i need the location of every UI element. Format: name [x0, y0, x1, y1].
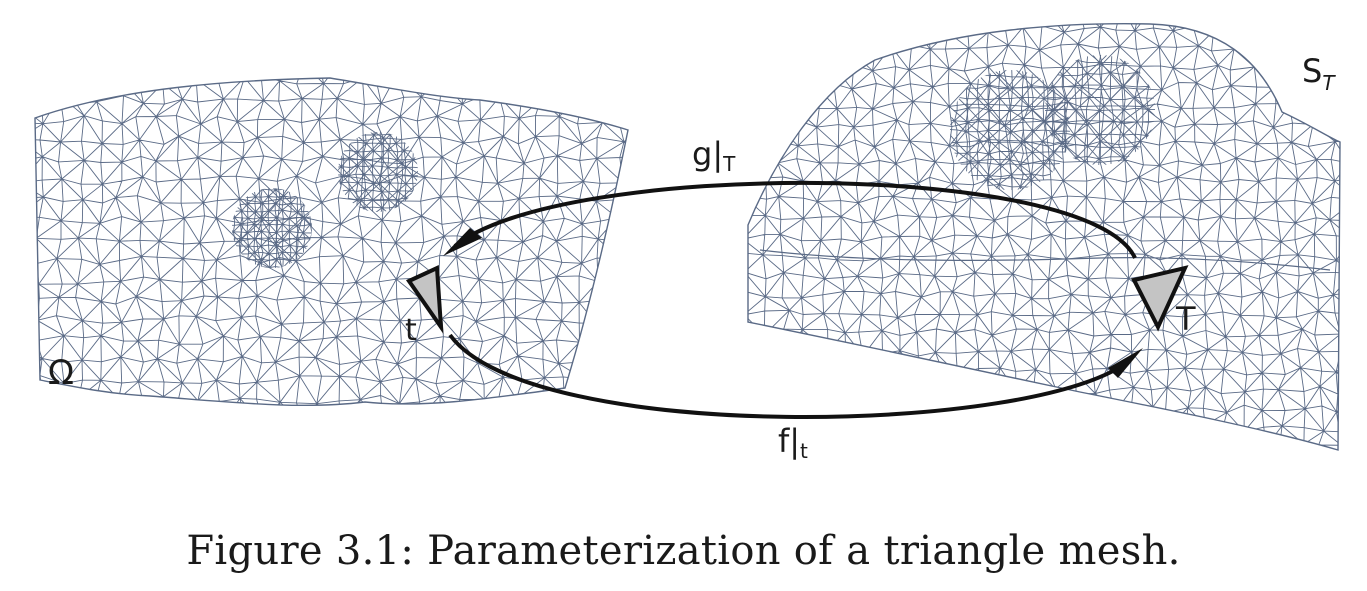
parameter-triangle	[405, 264, 444, 335]
g-map-arrowhead	[443, 228, 482, 256]
dense-mesh-region	[338, 132, 418, 212]
f-map-arrow	[448, 333, 1132, 419]
big-triangle-label: T	[1175, 300, 1196, 338]
small-triangle-label: t	[405, 313, 417, 348]
omega-label: Ω	[48, 353, 74, 393]
planar-mesh	[34, 77, 629, 407]
map-arrows	[443, 181, 1143, 419]
dense-mesh-region	[232, 188, 312, 268]
f-map-label-subscript: t	[800, 439, 808, 463]
figure-caption: Figure 3.1: Parameterization of a triang…	[186, 528, 1181, 574]
f-map-arrowhead	[1108, 348, 1143, 378]
surface-triangle	[1131, 265, 1189, 332]
mesh-edges	[35, 78, 628, 406]
surface-ridge-line	[759, 249, 1331, 271]
dense-mesh-region	[950, 70, 1070, 190]
g-map-arrow	[453, 181, 1137, 259]
planar-mesh-outline	[34, 77, 629, 407]
surface-label: ST	[1302, 52, 1336, 95]
g-map-label: g|T	[692, 135, 736, 176]
mesh-edges	[232, 188, 312, 268]
mesh-edges	[338, 132, 418, 212]
g-map-label-subscript: T	[722, 152, 736, 176]
f-map-label: f|t	[778, 422, 808, 463]
surface-mesh-outline	[747, 23, 1341, 451]
mesh-edges	[950, 70, 1070, 190]
surface-label-subscript: T	[1322, 71, 1336, 95]
parameterization-figure: Ω ST g|T f|t t T	[34, 23, 1341, 463]
